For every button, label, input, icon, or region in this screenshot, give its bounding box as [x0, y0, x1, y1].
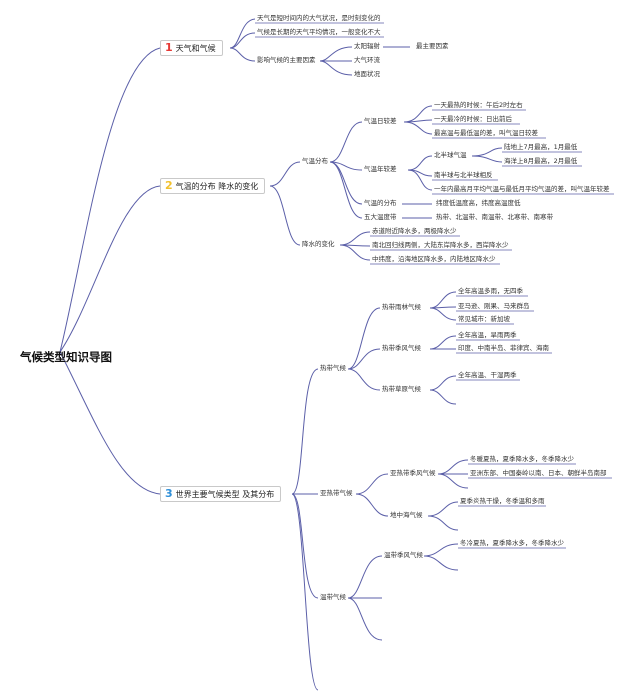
climate-factors-node[interactable]: 影响气候的主要因素 — [257, 56, 316, 64]
temperature-distribution-node[interactable]: 气温分布 — [302, 157, 328, 165]
tropical-savanna-node[interactable]: 热带草原气候 — [382, 385, 421, 393]
branch-title: 气温的分布 降水的变化 — [175, 182, 259, 191]
daily-hottest: 一天最热的时候：午后2时左右 — [434, 101, 523, 109]
factor-note: 最主要因素 — [416, 42, 449, 50]
subtropical-monsoon-node[interactable]: 亚热带季风气候 — [390, 469, 436, 477]
branch-title: 世界主要气候类型 及其分布 — [175, 490, 275, 499]
precipitation-equator: 赤道附近降水多，两极降水少 — [372, 227, 457, 235]
tropical-rainforest-node[interactable]: 热带雨林气候 — [382, 303, 421, 311]
annual-range-definition: 一年内最高月平均气温与最低月平均气温的差，叫气温年较差 — [434, 185, 610, 193]
tropical-monsoon-node[interactable]: 热带季风气候 — [382, 344, 421, 352]
rainforest-feature: 全年高温多雨，无四季 — [458, 287, 523, 295]
mediterranean-node[interactable]: 地中海气候 — [390, 511, 423, 519]
monsoon-feature: 全年高温，旱雨两季 — [458, 331, 517, 339]
rainforest-regions: 亚马逊、刚果、马来群岛 — [458, 302, 530, 310]
tropical-climate-node[interactable]: 热带气候 — [320, 364, 346, 372]
precipitation-node[interactable]: 降水的变化 — [302, 240, 335, 248]
precipitation-tropics: 南北回归线两侧，大陆东岸降水多，西岸降水少 — [372, 241, 509, 249]
temperate-monsoon-feature: 冬冷夏热，夏季降水多，冬季降水少 — [460, 539, 564, 547]
five-zones-list: 热带、北温带、南温带、北寒带、南寒带 — [436, 213, 553, 221]
temperature-distribution-sub[interactable]: 气温的分布 — [364, 199, 397, 207]
factor-surface: 地面状况 — [354, 70, 380, 78]
northern-hemisphere-node[interactable]: 北半球气温 — [434, 151, 467, 159]
climate-definition: 气候是长期的天气平均情况，一般变化不大 — [257, 28, 381, 36]
five-zones-node[interactable]: 五大温度带 — [364, 213, 397, 221]
subtropical-climate-node[interactable]: 亚热带气候 — [320, 489, 353, 497]
weather-definition: 天气是短时间内的大气状况，是时刻变化的 — [257, 14, 381, 22]
factor-solar-radiation: 太阳辐射 — [354, 42, 380, 50]
southern-hemisphere: 南半球与北半球相反 — [434, 171, 493, 179]
mediterranean-feature: 夏季炎热干燥，冬季温和多雨 — [460, 497, 545, 505]
root-topic: 气候类型知识导图 — [20, 350, 112, 364]
branch-number-3: 3 — [165, 487, 173, 500]
factor-circulation: 大气环流 — [354, 56, 380, 64]
subtropical-monsoon-feature: 冬暖夏热，夏季降水多，冬季降水少 — [470, 455, 574, 463]
precipitation-midlatitude: 中纬度，沿海地区降水多，内陆地区降水少 — [372, 255, 496, 263]
branch-number-1: 1 — [165, 41, 173, 54]
branch-number-2: 2 — [165, 179, 173, 192]
daily-coldest: 一天最冷的时候：日出前后 — [434, 115, 512, 123]
branch-title: 天气和气候 — [175, 44, 216, 53]
temperate-climate-node[interactable]: 温带气候 — [320, 593, 346, 601]
daily-range-node[interactable]: 气温日较差 — [364, 117, 397, 125]
monsoon-regions: 印度、中南半岛、菲律宾、海南 — [458, 344, 549, 352]
ocean-temperature: 海洋上8月最高，2月最低 — [504, 157, 578, 165]
latitude-rule: 纬度低温度高，纬度高温度低 — [436, 199, 521, 207]
rainforest-city: 常见城市：新加坡 — [458, 315, 510, 323]
land-temperature: 陆地上7月最高，1月最低 — [504, 143, 578, 151]
savanna-feature: 全年高温、干湿两季 — [458, 371, 517, 379]
subtropical-monsoon-regions: 亚洲东部、中国秦岭以南、日本、朝鲜半岛南部 — [470, 469, 607, 477]
daily-range-definition: 最高温与最低温的差，叫气温日较差 — [434, 129, 538, 137]
temperate-monsoon-node[interactable]: 温带季风气候 — [384, 551, 423, 559]
annual-range-node[interactable]: 气温年较差 — [364, 165, 397, 173]
